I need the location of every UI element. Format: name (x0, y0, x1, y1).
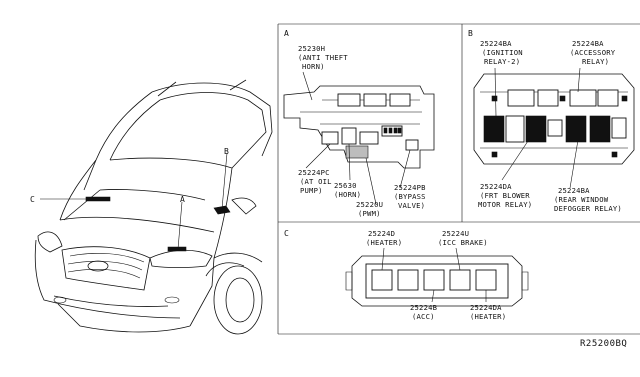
panel-b-part-2-no: 25224BA (572, 39, 604, 48)
car-illustration: C B A (30, 79, 273, 335)
panel-b-part-1-no: 25224BA (480, 39, 512, 48)
panel-a-part-2-desc-1: (AT OIL (300, 177, 332, 186)
panel-a-letter: A (284, 29, 289, 38)
panel-b: B 25224BA (IGNITION RELAY-2) 25224B (468, 29, 635, 213)
panel-a-part-1-desc-1: (ANTI THEFT (298, 53, 348, 62)
panel-c-part-4-desc-1: (HEATER) (470, 312, 506, 321)
panel-a-part-2-no: 25224PC (298, 168, 330, 177)
panel-c-part-4-no: 25224DA (470, 303, 502, 312)
panel-c-part-3-no: 25224B (410, 303, 437, 312)
panel-c-part-1-desc-1: (HEATER) (366, 238, 402, 247)
panel-b-letter: B (468, 29, 473, 38)
panel-b-part-3-desc-2: MOTOR RELAY) (478, 200, 532, 209)
panel-a-part-3-no: 25630 (334, 181, 357, 190)
panel-c-part-3-desc-1: (ACC) (412, 312, 435, 321)
panel-b-part-4-desc-1: (REAR WINDOW (554, 195, 609, 204)
panel-a-part-4-desc-1: (PWM) (358, 209, 381, 218)
panel-c-part-2-desc-1: (ICC BRAKE) (438, 238, 488, 247)
car-callout-c: C (30, 195, 35, 204)
panel-c-part-1-no: 25224D (368, 229, 395, 238)
panel-b-part-3-desc-1: (FRT BLOWER (480, 191, 530, 200)
panel-a-part-4-no: 25220U (356, 200, 383, 209)
panel-b-part-4-no: 25224BA (558, 186, 590, 195)
diagram-reference-code: R25200BQ (580, 339, 627, 349)
panel-c-part-2-no: 25224U (442, 229, 469, 238)
panel-a-part-5-desc-2: VALVE) (398, 201, 425, 210)
panel-b-part-1-desc-2: RELAY-2) (484, 57, 520, 66)
panel-a-part-3-desc-1: (HORN) (334, 190, 361, 199)
panel-b-part-2-desc-2: RELAY) (582, 57, 609, 66)
panel-b-part-2-desc-1: (ACCESSORY (570, 48, 616, 57)
panel-a-part-1-no: 25230H (298, 44, 325, 53)
panel-a: A 25230H (ANTI THEFT HORN) 25224PC (AT O… (283, 29, 435, 218)
car-callout-b: B (224, 147, 229, 156)
panel-a-part-5-desc-1: (BYPASS (394, 192, 426, 201)
panel-c-letter: C (284, 229, 289, 238)
panel-a-part-2-desc-2: PUMP) (300, 186, 323, 195)
panel-c: C 25224D (HEATER) 25224U (ICC BRAKE) 252… (284, 229, 529, 321)
panel-b-part-4-desc-2: DEFOGGER RELAY) (554, 204, 622, 213)
panel-b-part-1-desc-1: (IGNITION (482, 48, 523, 57)
panel-a-part-1-desc-2: HORN) (302, 62, 325, 71)
panel-a-part-5-no: 25224PB (394, 183, 426, 192)
panel-b-part-3-no: 25224DA (480, 182, 512, 191)
car-callout-a: A (180, 195, 185, 204)
panel-frames (277, 23, 640, 335)
